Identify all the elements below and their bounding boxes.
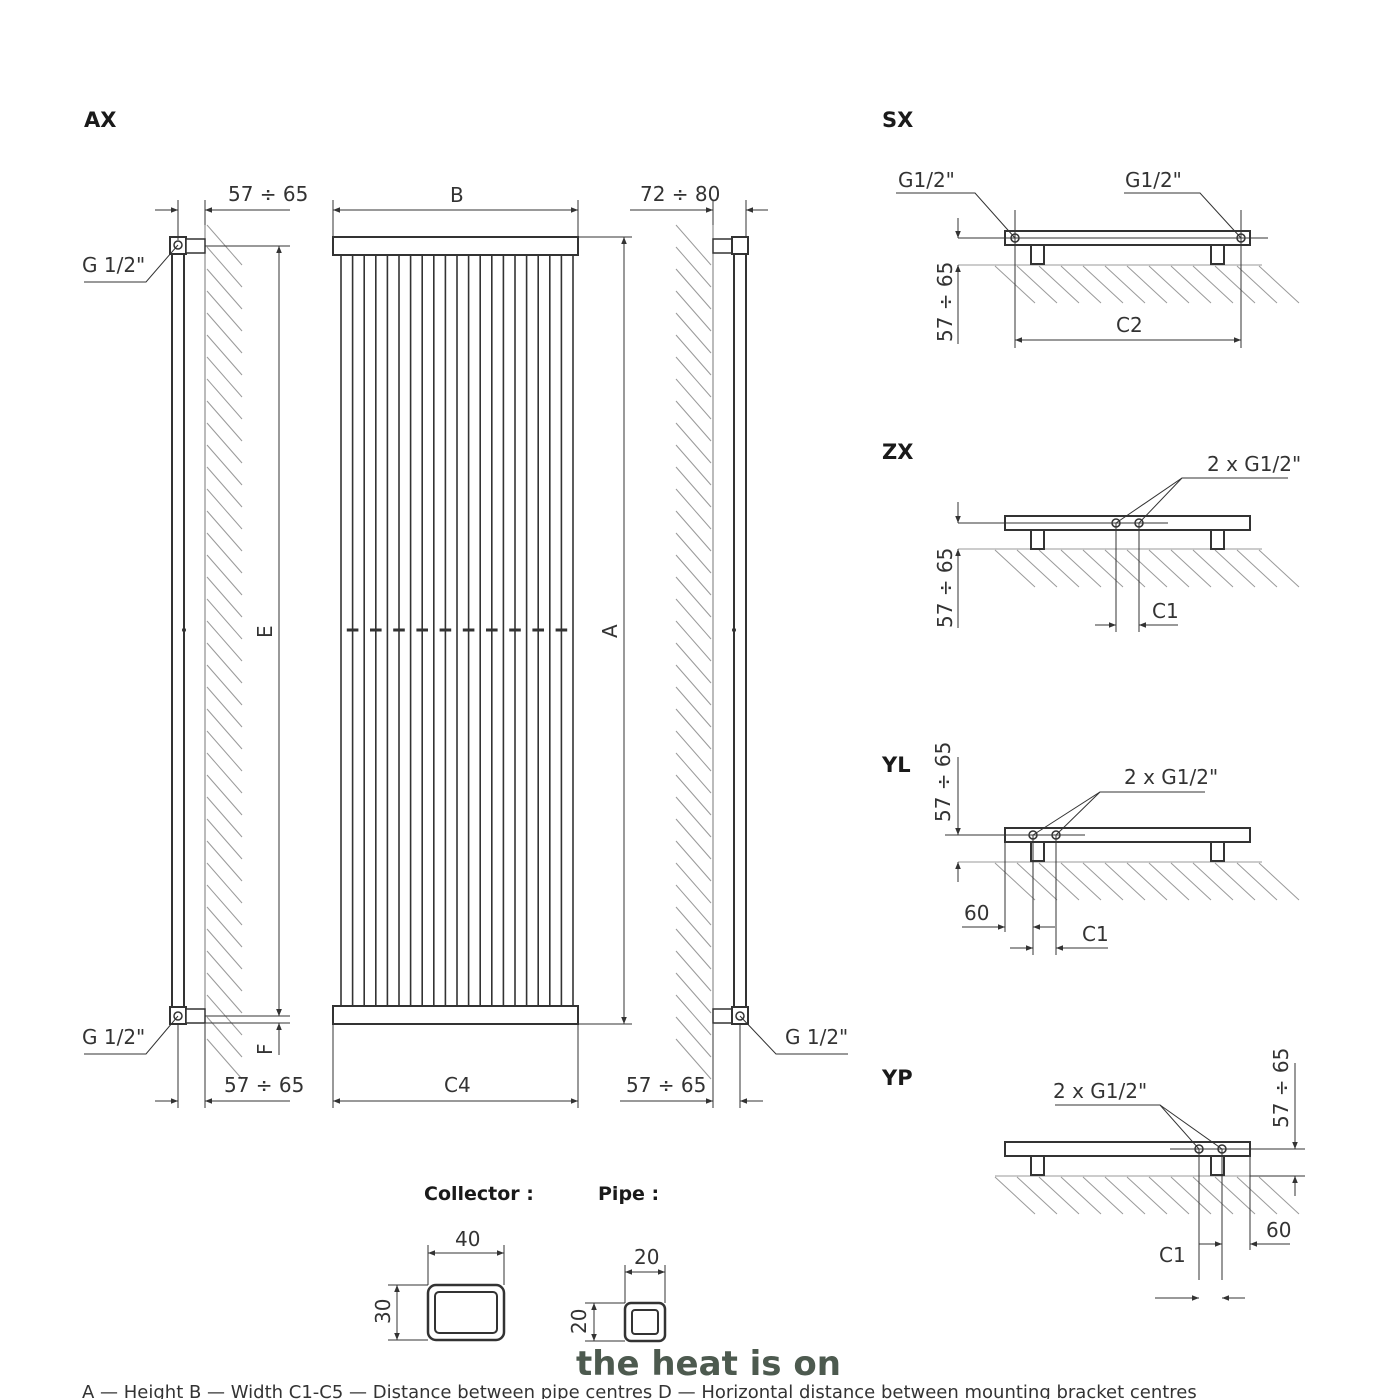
wall-hatch-right: [675, 224, 712, 1080]
sx-title: SX: [882, 108, 913, 132]
ax-side-view-left: [84, 200, 290, 1108]
dim-a-label: A: [598, 624, 622, 638]
yp-offset-label: 57 ÷ 65: [1269, 1048, 1293, 1128]
dim-c4-label: C4: [444, 1073, 471, 1097]
ax-title: AX: [84, 108, 116, 132]
ax-left-bottom-offset-label: 57 ÷ 65: [224, 1073, 304, 1097]
brand-logo: the heat is on: [576, 1344, 841, 1384]
yp-thread-label: 2 x G1/2": [1053, 1079, 1147, 1103]
ax-top-thread-label: G 1/2": [82, 253, 145, 277]
ax-right-top-offset-label: 72 ÷ 80: [640, 182, 720, 206]
yp-dim-c1-label: C1: [1159, 1243, 1186, 1267]
pipe-height-label: 20: [567, 1309, 591, 1334]
dim-e-label: E: [253, 625, 277, 638]
ax-right-bottom-offset-label: 57 ÷ 65: [626, 1073, 706, 1097]
yl-offset-label: 57 ÷ 65: [931, 742, 955, 822]
sx-left-thread-label: G1/2": [898, 168, 955, 192]
yl-dim-c1-label: C1: [1082, 922, 1109, 946]
yp-title: YP: [881, 1066, 913, 1090]
ax-bottom-thread-label: G 1/2": [82, 1025, 145, 1049]
yl-dim-60-label: 60: [964, 901, 989, 925]
collector-width-label: 40: [455, 1227, 480, 1251]
pipe-width-label: 20: [634, 1245, 659, 1269]
collector-height-label: 30: [371, 1299, 395, 1324]
dim-f-label: F: [253, 1043, 277, 1055]
collector-profile: [388, 1245, 506, 1342]
pipe-profile: [585, 1265, 667, 1343]
ax-side-view-right: [620, 200, 848, 1108]
yl-title: YL: [881, 753, 911, 777]
pipe-title: Pipe :: [598, 1183, 659, 1205]
yp-dim-60-label: 60: [1266, 1218, 1291, 1242]
yl-view: [945, 757, 1300, 955]
yl-thread-label: 2 x G1/2": [1124, 765, 1218, 789]
wall-hatch-left: [206, 224, 243, 1080]
zx-offset-label: 57 ÷ 65: [933, 548, 957, 628]
zx-title: ZX: [882, 440, 913, 464]
dimension-legend: A — Height B — Width C1-C5 — Distance be…: [82, 1382, 1197, 1399]
collector-title: Collector :: [424, 1183, 534, 1205]
sx-offset-label: 57 ÷ 65: [933, 262, 957, 342]
yp-view: [994, 1063, 1305, 1301]
dim-b-label: B: [450, 183, 464, 207]
sx-right-thread-label: G1/2": [1125, 168, 1182, 192]
ax-front-view: [332, 200, 632, 1108]
sx-view: [896, 192, 1300, 348]
ax-right-thread-label: G 1/2": [785, 1025, 848, 1049]
zx-view: [955, 477, 1300, 632]
ax-left-top-offset-label: 57 ÷ 65: [228, 182, 308, 206]
sx-dim-c2-label: C2: [1116, 313, 1143, 337]
zx-thread-label: 2 x G1/2": [1207, 452, 1301, 476]
zx-dim-c1-label: C1: [1152, 599, 1179, 623]
